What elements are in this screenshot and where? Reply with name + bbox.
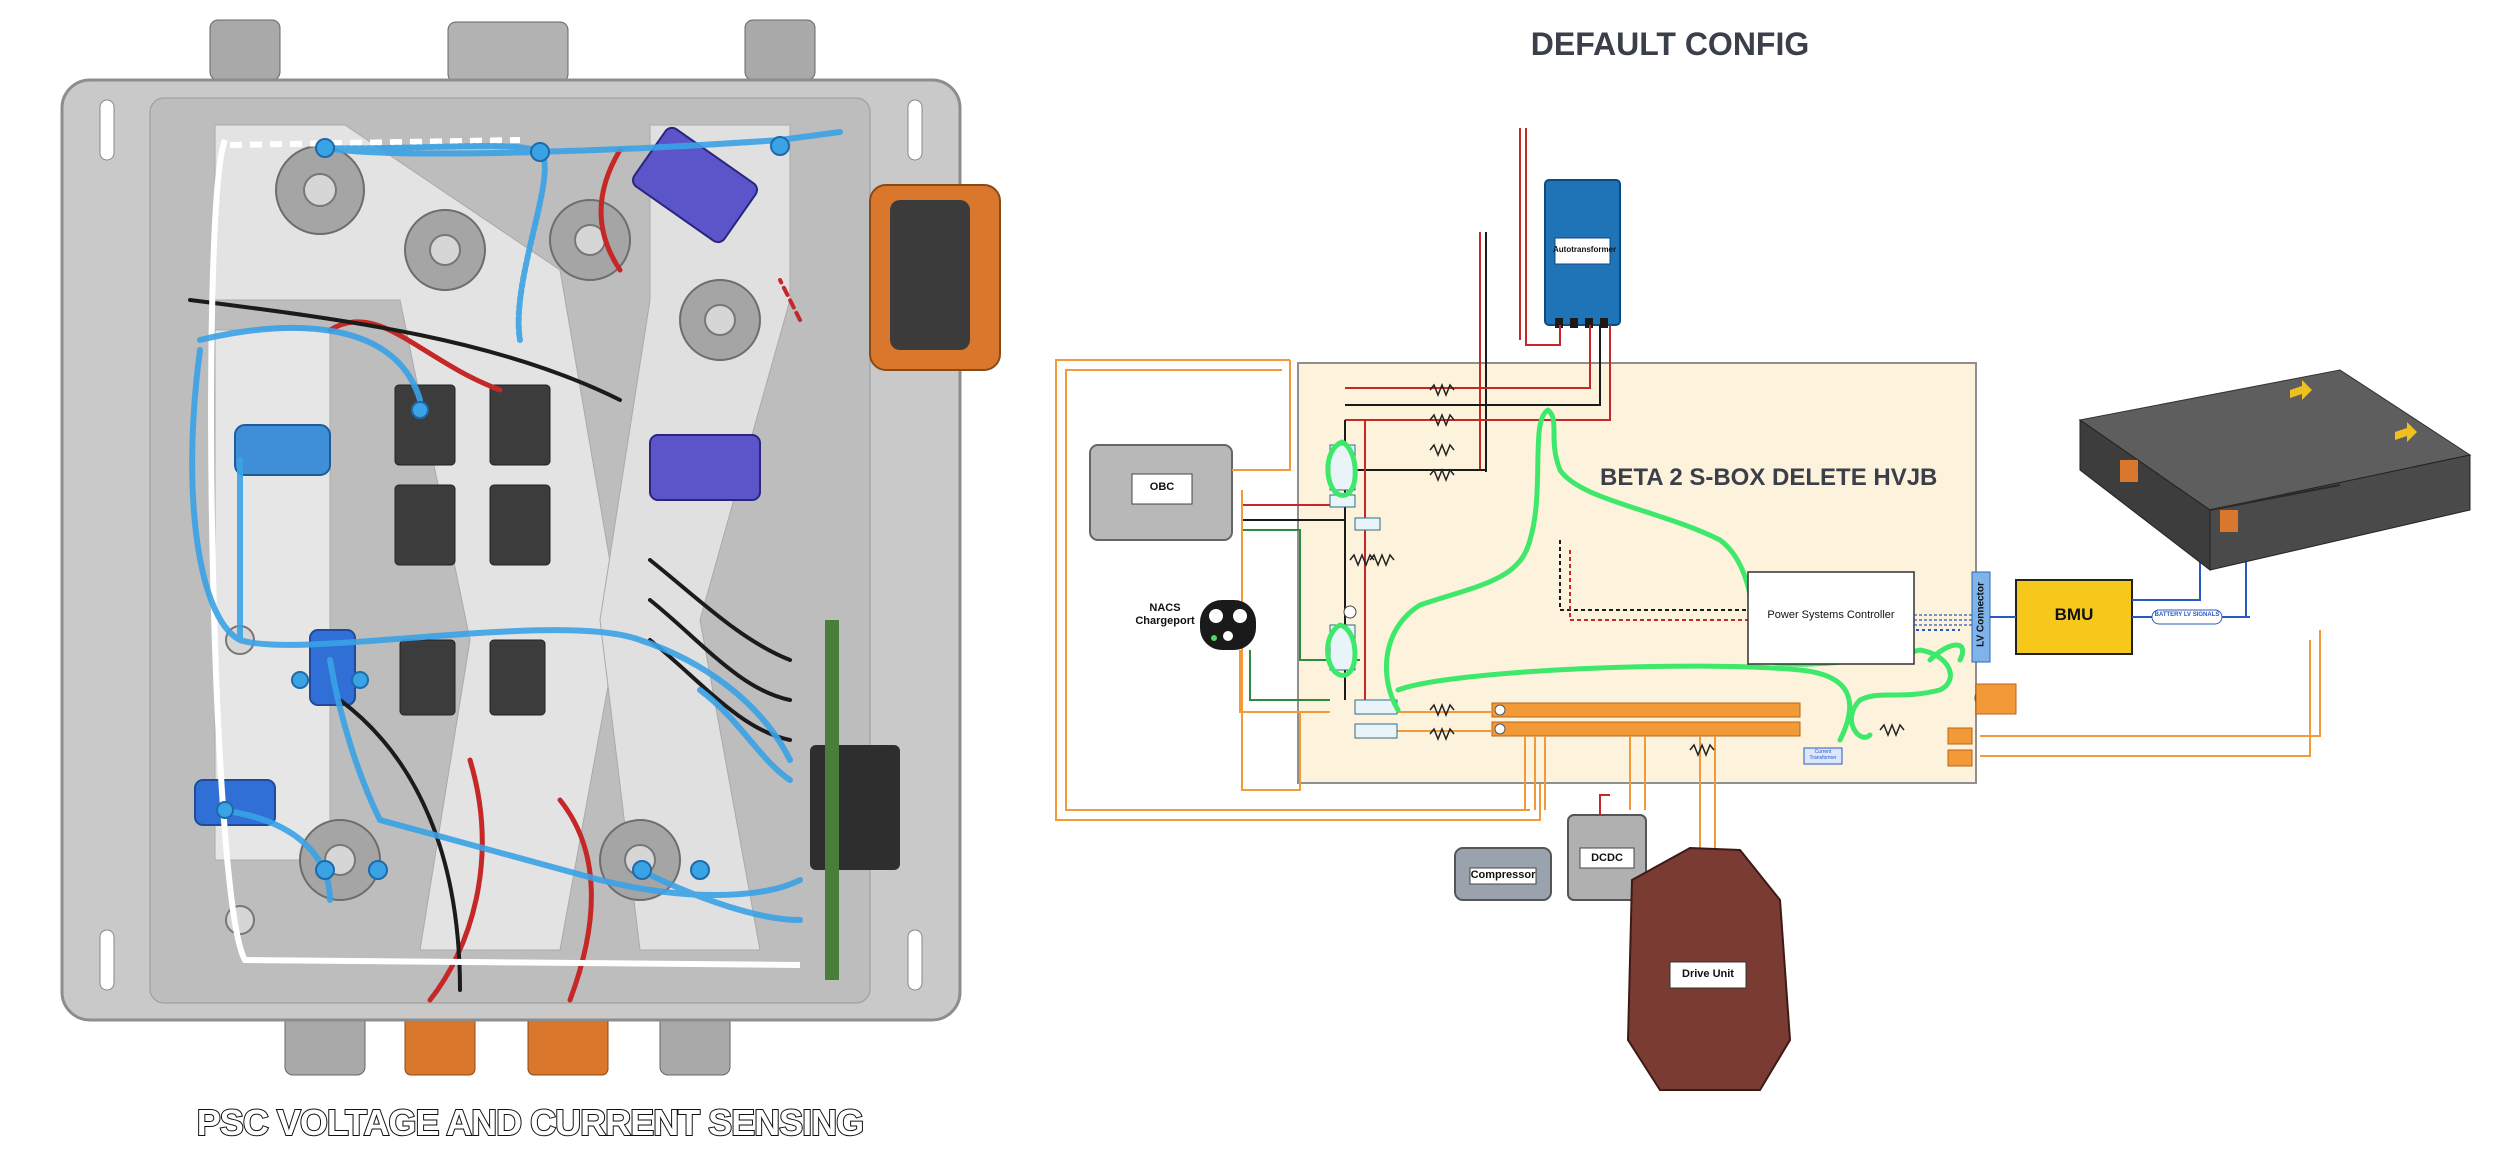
- current-transformer: [1803, 747, 1843, 765]
- power-systems-controller: [1747, 571, 1915, 665]
- right-signal-connector: [810, 745, 900, 870]
- pyro-box-2: [1354, 723, 1398, 739]
- bmu-label: BMU: [2054, 605, 2094, 624]
- top-connector-left: [209, 19, 281, 81]
- dcdc-label: DCDC: [1591, 852, 1623, 864]
- compressor-label: Compressor: [1470, 869, 1536, 881]
- autotransformer-label: Autotransformer: [1553, 245, 1617, 254]
- hv-terminal-pos: [1947, 727, 1973, 745]
- highlight-sense-paths: [1325, 407, 1966, 743]
- bmu: [2015, 579, 2133, 655]
- sbox-title: BETA 2 S-BOX DELETE HVJB: [1600, 464, 1938, 491]
- busbar-negative: [1491, 721, 1801, 737]
- obc: [1089, 360, 1291, 541]
- dcdc: [1567, 794, 1647, 901]
- main-title: DEFAULT CONFIG: [1530, 26, 1810, 62]
- top-connector-center: [447, 21, 569, 83]
- white-harness: [208, 138, 801, 968]
- busbar-positive: [1491, 702, 1801, 718]
- pcb-edge: [825, 620, 839, 980]
- psc-enclosure-illustration: [60, 19, 1001, 1076]
- current-sensor-upper: [234, 424, 331, 476]
- current-sensor-lower: [194, 779, 276, 826]
- contactor-top: [632, 126, 758, 244]
- current-transformer-label: Current Transformer: [1809, 749, 1837, 761]
- nacs-label: NACS Chargeport: [1135, 602, 1195, 627]
- contactor-mid: [649, 434, 761, 501]
- top-connector-right: [744, 19, 816, 81]
- schematic: [1055, 128, 2472, 1091]
- lv-connector-label: LV Connector: [1975, 582, 1987, 647]
- drive-unit-label: Drive Unit: [1682, 968, 1734, 980]
- psc-label: Power Systems Controller: [1767, 609, 1895, 621]
- nacs-chargeport: [1200, 600, 1330, 713]
- pyro-box-1: [1354, 699, 1398, 715]
- hv-terminal-neg: [1947, 749, 1973, 767]
- battery-lv-signals-label: BATTERY LV SIGNALS: [2154, 612, 2220, 618]
- obc-label: OBC: [1149, 481, 1175, 493]
- hv-fuse-2: [1354, 517, 1381, 531]
- drive-unit: [1626, 846, 1792, 1091]
- compressor: [1454, 847, 1552, 901]
- left-caption: PSC VOLTAGE AND CURRENT SENSING: [196, 1101, 865, 1144]
- battery-packs: [2078, 369, 2472, 572]
